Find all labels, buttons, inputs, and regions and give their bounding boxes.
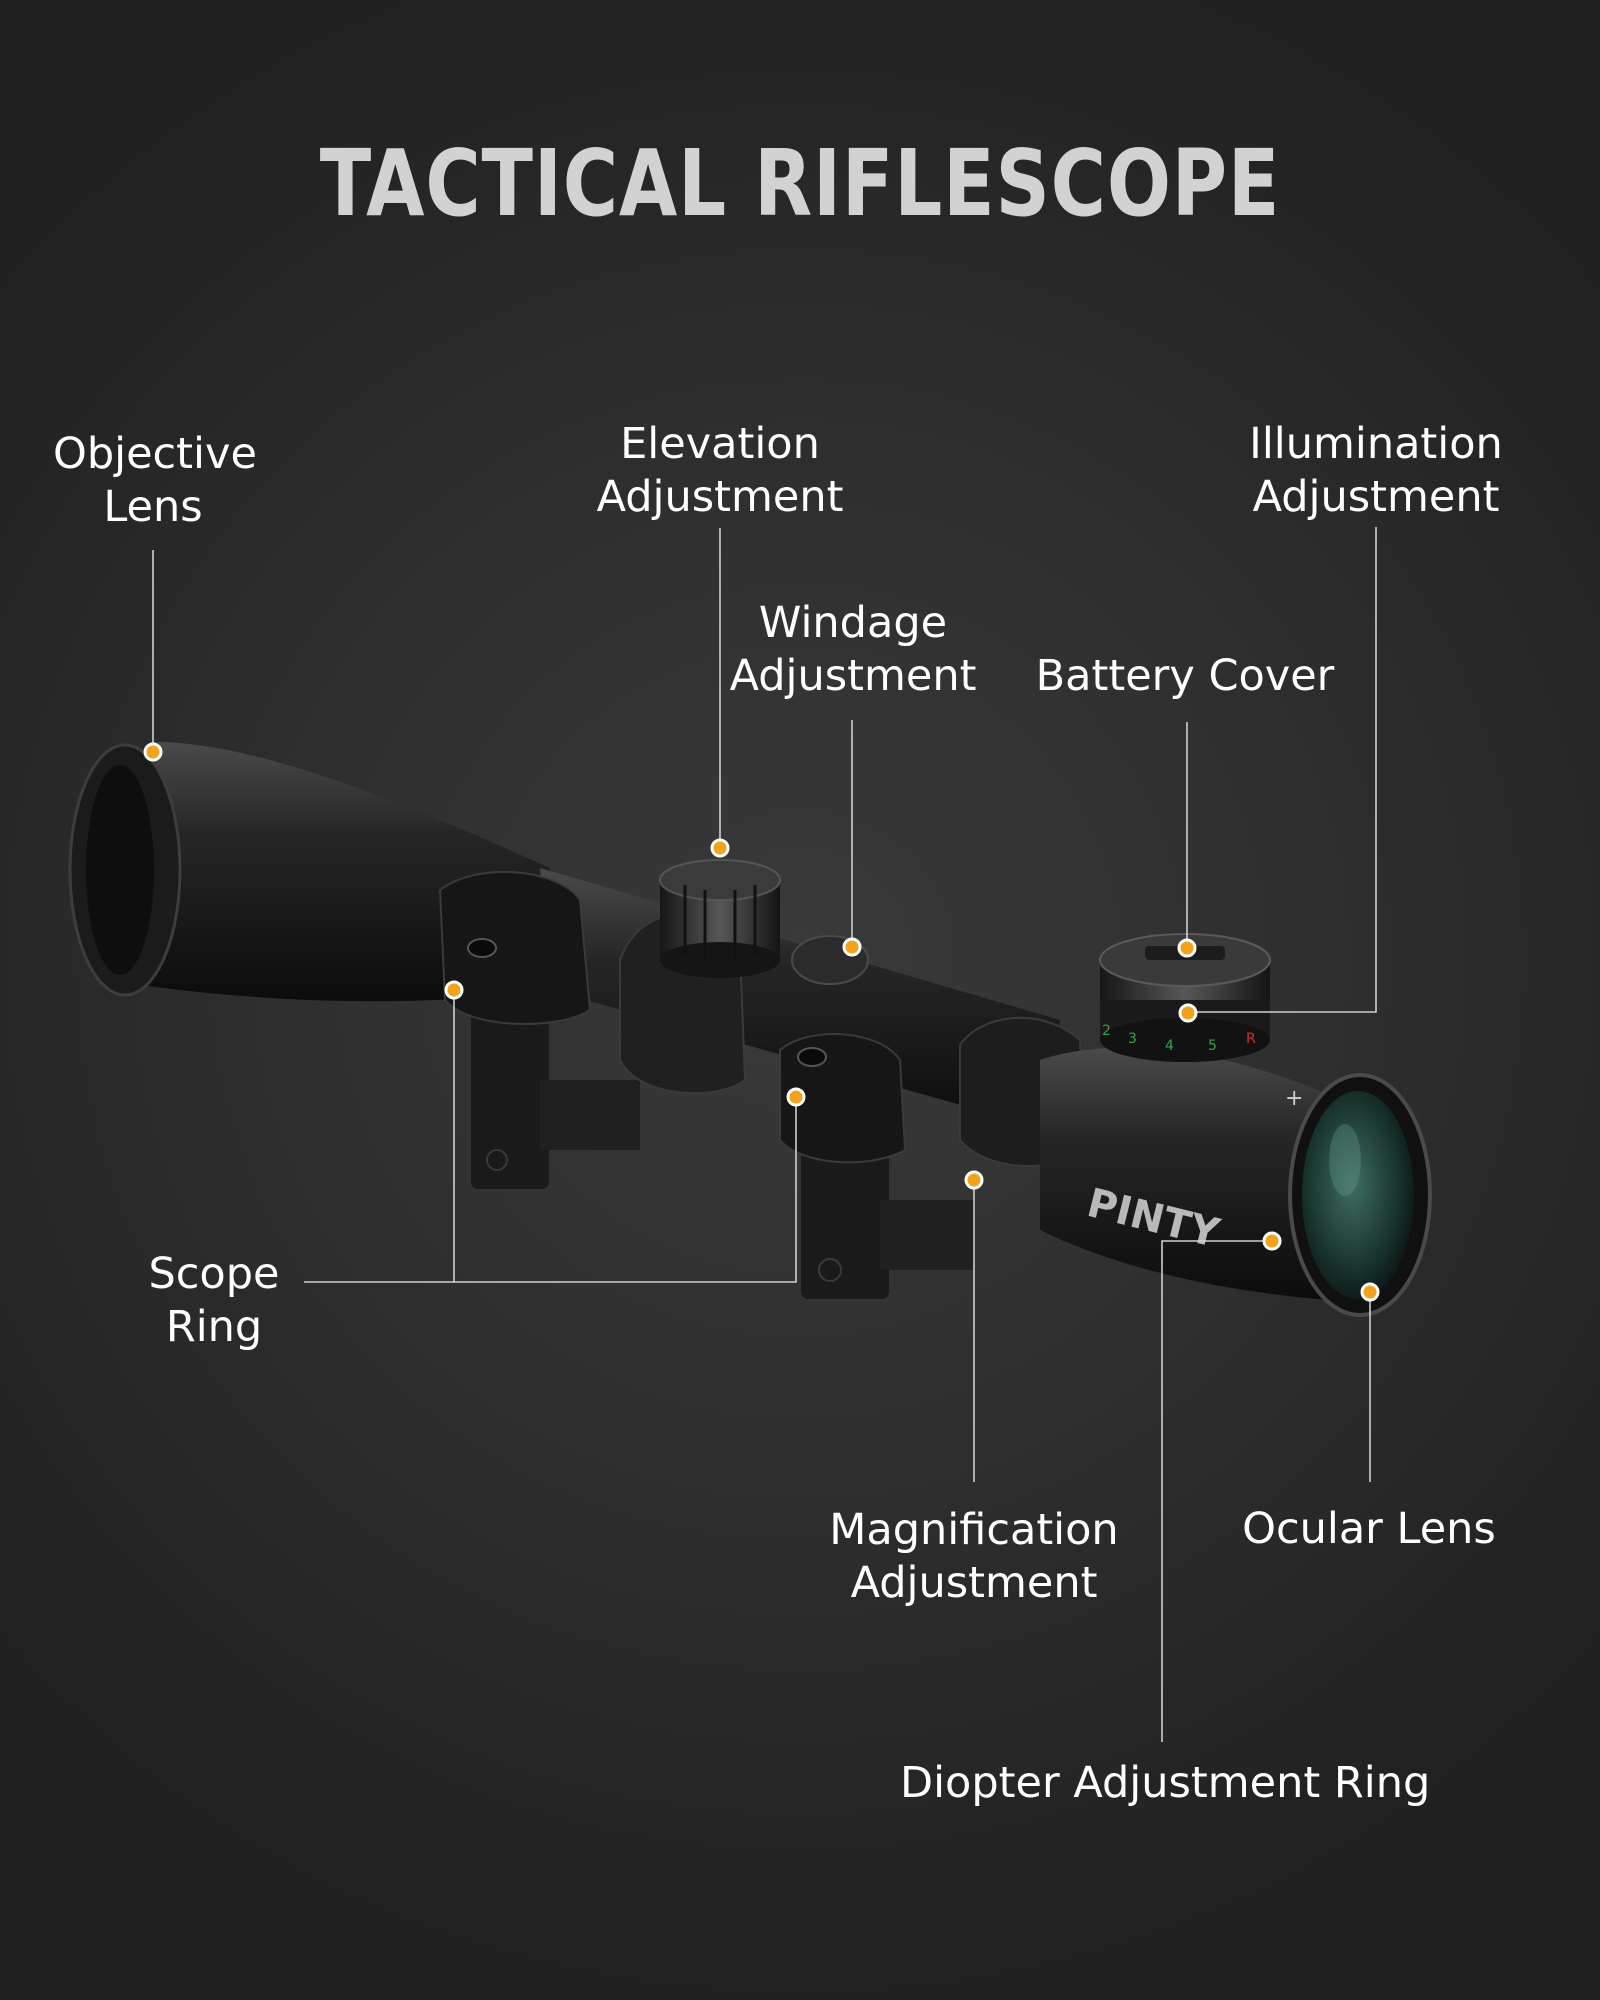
callout-dot-windage — [842, 937, 862, 957]
callout-dot-scope-ring-right — [786, 1087, 806, 1107]
illumination-turret: 2 3 4 5 R — [1099, 933, 1271, 1062]
label-diopter-adjustment-ring: Diopter Adjustment Ring — [900, 1758, 1431, 1808]
dial-number-4: 4 — [1165, 1038, 1174, 1054]
callout-dot-elevation — [710, 838, 730, 858]
dial-mark-r: R — [1246, 1031, 1256, 1047]
label-battery-cover: Battery Cover — [1035, 651, 1335, 701]
scope-ring-left — [438, 870, 592, 1025]
callout-dot-ocular-lens — [1360, 1282, 1380, 1302]
callout-dot-objective-lens — [143, 742, 163, 762]
label-ocular-lens: Ocular Lens — [1242, 1504, 1496, 1554]
elevation-turret — [659, 859, 781, 978]
dial-number-5: 5 — [1208, 1038, 1217, 1054]
callout-dot-illumination — [1178, 1003, 1198, 1023]
ocular-lens — [1288, 1073, 1432, 1317]
callout-dot-diopter — [1262, 1231, 1282, 1251]
eyepiece-housing: PINTY + — [959, 1016, 1330, 1300]
callout-dot-magnification — [964, 1170, 984, 1190]
scope-ring-mount-right — [799, 1124, 975, 1301]
diopter-plus-mark: + — [1285, 1086, 1303, 1111]
scope-ring-mount-left — [469, 999, 640, 1191]
dial-number-3: 3 — [1128, 1031, 1137, 1047]
leader-lines — [152, 527, 1377, 1742]
page-title: TACTICAL RIFLESCOPE — [319, 130, 1281, 237]
callout-dot-scope-ring-left — [444, 980, 464, 1000]
scope-ring-right — [779, 1033, 907, 1164]
dial-number-2: 2 — [1102, 1023, 1111, 1039]
callout-dot-battery-cover — [1177, 938, 1197, 958]
